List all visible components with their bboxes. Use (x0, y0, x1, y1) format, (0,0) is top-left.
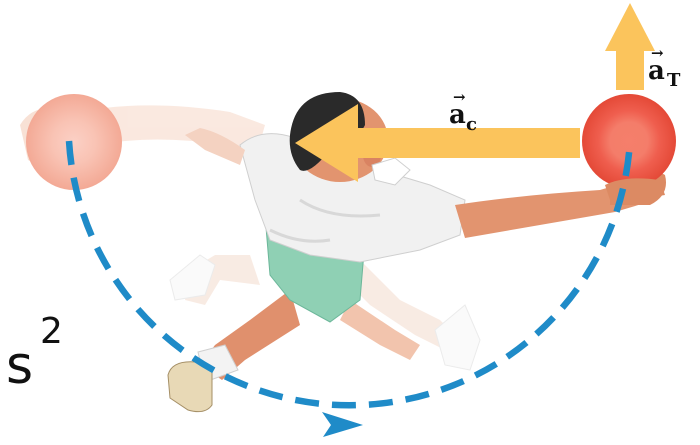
label-base: s (6, 336, 33, 396)
label-subscript: c (466, 114, 477, 135)
label-tangential-acceleration: → a T (648, 44, 681, 91)
label-base: a (648, 56, 665, 86)
label-centripetal-acceleration: → a c (449, 88, 477, 135)
motion-arrow-icon (322, 412, 363, 437)
label-base: a (449, 100, 466, 130)
bowling-ball-faded (26, 94, 122, 190)
label-superscript: 2 (40, 311, 63, 352)
label-subscript: T (667, 70, 681, 91)
corner-label-s-squared: s 2 (6, 311, 63, 396)
